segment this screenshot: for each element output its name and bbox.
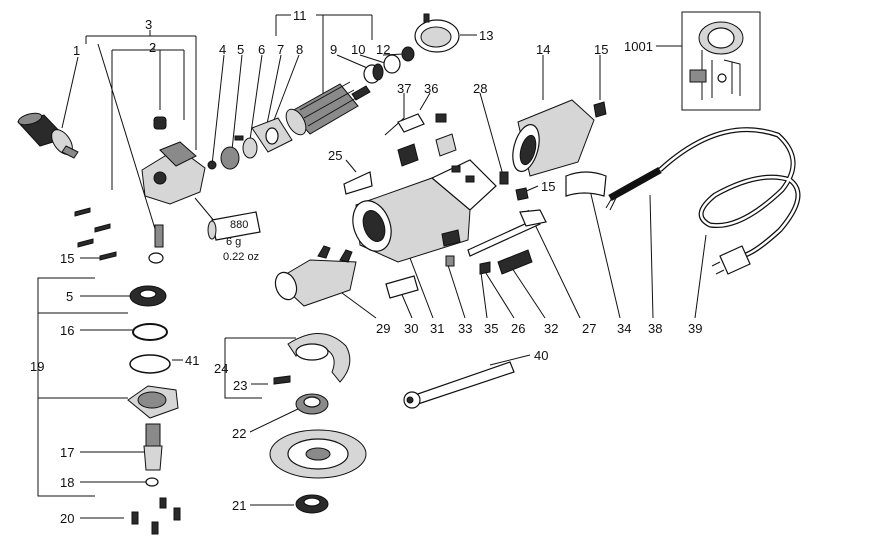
part-flange-22: [295, 393, 329, 415]
part-switch-rod-27: [467, 209, 547, 257]
grease-weight-oz: 0.22 oz: [223, 251, 260, 263]
callout-1: 1: [73, 43, 81, 58]
part-screws-left: [74, 207, 117, 261]
callout-6: 6: [258, 42, 266, 57]
callout-25: 25: [328, 148, 343, 163]
callout-13: 13: [479, 28, 494, 43]
part-bearings-9-10-12: [363, 46, 415, 84]
part-lever-32: [497, 249, 533, 275]
callout-33: 33: [458, 321, 473, 336]
callout-39: 39: [688, 321, 703, 336]
part-field-29: [274, 245, 357, 307]
callout-2: 2: [149, 40, 157, 55]
callout-10: 10: [351, 42, 366, 57]
part-screw-15-mid: [515, 187, 529, 201]
grease-code: 880: [230, 219, 249, 231]
callout-21: 21: [232, 498, 247, 513]
callout-40: 40: [534, 348, 549, 363]
part-side-handle: [17, 112, 79, 159]
part-armature: [285, 81, 371, 136]
callout-24: 24: [214, 361, 229, 376]
callout-20: 20: [60, 511, 75, 526]
callout-18: 18: [60, 475, 75, 490]
part-grease-tube: [207, 211, 261, 241]
part-nut-21: [295, 494, 329, 514]
callout-12: 12: [376, 42, 391, 57]
callout-26: 26: [511, 321, 526, 336]
callout-30: 30: [404, 321, 419, 336]
part-label-30: [385, 275, 419, 299]
callout-35: 35: [484, 321, 499, 336]
part-screw-15-top: [593, 101, 607, 118]
callout-5-lower: 5: [66, 289, 74, 304]
leader-lines: [37, 14, 707, 519]
callout-15-top: 15: [594, 42, 609, 57]
part-sheet-34: [565, 171, 607, 197]
part-brushes-28-33-35: [441, 171, 509, 275]
callout-32: 32: [544, 321, 559, 336]
part-guard-24: [273, 333, 351, 385]
callout-15-mid: 15: [541, 179, 556, 194]
callout-27: 27: [582, 321, 597, 336]
callout-17: 17: [60, 445, 75, 460]
callout-16: 16: [60, 323, 75, 338]
callout-9: 9: [330, 42, 338, 57]
callout-31: 31: [430, 321, 445, 336]
callout-8: 8: [296, 42, 304, 57]
part-pinion-bearings: [207, 117, 293, 170]
callout-19: 19: [30, 359, 45, 374]
callout-7: 7: [277, 42, 285, 57]
callout-14: 14: [536, 42, 551, 57]
callout-22: 22: [232, 426, 247, 441]
part-housing-cover-14: [512, 99, 595, 177]
callout-1001: 1001: [624, 39, 653, 54]
part-cord-38-39: [605, 127, 801, 275]
callout-5-upper: 5: [237, 42, 245, 57]
callout-4: 4: [219, 42, 227, 57]
callout-11: 11: [293, 8, 307, 23]
part-gear-head: [141, 116, 206, 264]
part-cover-13: [414, 13, 460, 53]
callout-36: 36: [424, 81, 439, 96]
callout-34: 34: [617, 321, 632, 336]
callout-28: 28: [473, 81, 488, 96]
part-schematic-1001: [681, 11, 761, 111]
callout-29: 29: [376, 321, 391, 336]
part-label-25: [343, 171, 373, 195]
part-motor-housing-31: [352, 159, 497, 263]
callout-23: 23: [233, 378, 248, 393]
part-disc: [269, 429, 367, 479]
callout-41: 41: [185, 353, 200, 368]
callout-3: 3: [145, 17, 153, 32]
callout-15-left: 15: [60, 251, 75, 266]
callout-37: 37: [397, 81, 412, 96]
part-gear-stack-left: [127, 285, 181, 535]
part-spanner-40: [403, 361, 515, 409]
part-switch-36-37: [397, 113, 457, 167]
grease-weight-g: 6 g: [226, 236, 242, 248]
callout-38: 38: [648, 321, 663, 336]
